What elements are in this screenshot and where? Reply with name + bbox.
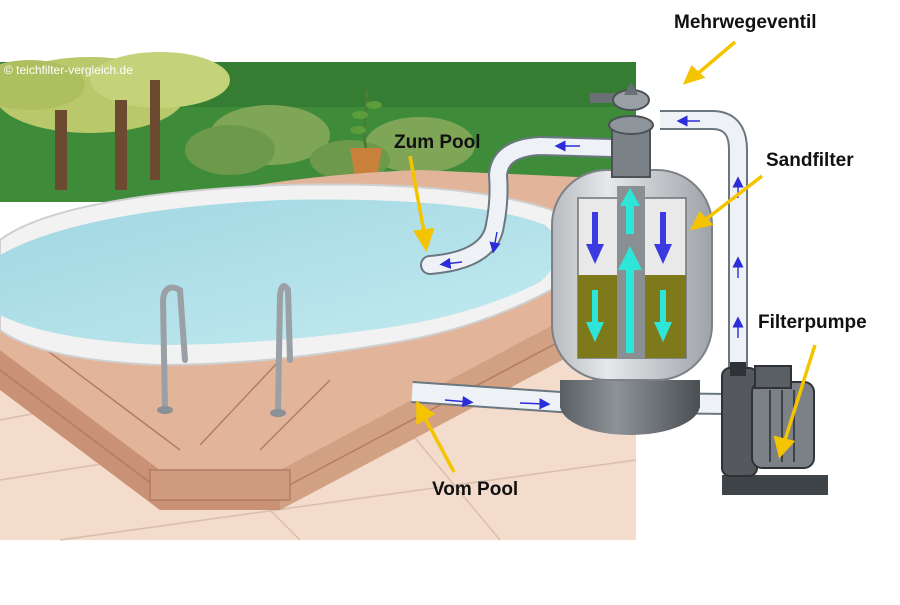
- label-mehrwegeventil: Mehrwegeventil: [674, 12, 817, 33]
- label-filterpumpe: Filterpumpe: [758, 312, 867, 333]
- pointer-sandfilter: [703, 174, 764, 222]
- pointer-filterpumpe-head: [773, 435, 796, 459]
- sand-filter-tank: [551, 82, 713, 435]
- pointer-vom-pool: [423, 417, 456, 473]
- flow-arrow: [444, 395, 474, 408]
- pointer-vom-pool-head: [416, 400, 436, 426]
- pointer-sandfilter-head: [689, 211, 714, 231]
- filter-pump: [721, 362, 828, 495]
- flow-arrow: [519, 398, 551, 410]
- label-zum-pool: Zum Pool: [394, 132, 481, 153]
- pump-to-valve-pipe: [660, 112, 746, 372]
- garden-background: [0, 52, 636, 202]
- return-pipe: [422, 137, 620, 273]
- label-pointers: [408, 40, 817, 473]
- pointer-mehrwegeventil: [693, 40, 737, 78]
- flow-arrow: [489, 231, 501, 254]
- filter-flow-arrows: [586, 188, 672, 353]
- pool-ladder: [159, 283, 293, 415]
- flow-arrow: [439, 257, 463, 269]
- pointer-filterpumpe: [783, 344, 817, 441]
- label-vom-pool: Vom Pool: [432, 479, 519, 500]
- valve-handle: [590, 93, 616, 103]
- pointer-zum-pool-head: [413, 227, 435, 253]
- flower-pot: [350, 148, 382, 176]
- label-sandfilter: Sandfilter: [766, 150, 854, 171]
- pointer-zum-pool: [408, 155, 426, 233]
- pointer-mehrwegeventil-head: [682, 65, 706, 85]
- copyright-notice: © teichfilter-vergleich.de: [4, 63, 133, 77]
